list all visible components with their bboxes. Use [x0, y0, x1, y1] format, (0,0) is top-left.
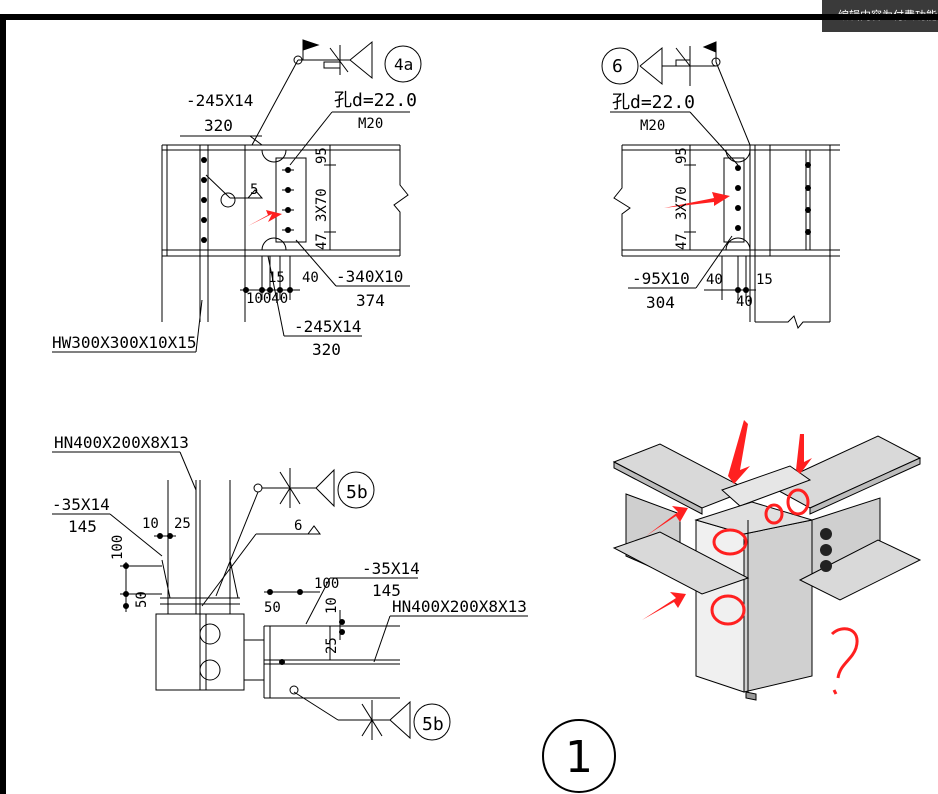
- weld-size: 6: [294, 518, 302, 534]
- dim-95: 95: [314, 147, 330, 164]
- dim-50-horizontal: 50: [264, 600, 281, 616]
- dim-25: 25: [174, 516, 191, 532]
- top-right-labels: 6 孔d=22.0 M20 95 3X70 47 -95X10 304 40 4…: [612, 56, 773, 312]
- plate-spec: -340X10: [336, 267, 403, 286]
- dim-3x70: 3X70: [314, 188, 330, 222]
- isometric-view: [612, 435, 922, 701]
- hole-spec: 孔d=22.0: [334, 90, 417, 111]
- column-spec: HW300X300X10X15: [52, 333, 197, 352]
- dim-100-vertical: 100: [110, 535, 126, 560]
- dim-100-horizontal: 100: [314, 576, 339, 592]
- dim-50-vertical: 50: [134, 591, 150, 608]
- flange-bot-spec: -245X14: [294, 317, 361, 336]
- flange-top-spec: -245X14: [186, 91, 253, 110]
- beam-top-spec: HN400X200X8X13: [54, 433, 189, 452]
- dim-15: 15: [268, 270, 285, 286]
- dim-40b: 40: [736, 294, 753, 310]
- plate-spec: -95X10: [632, 269, 690, 288]
- flange-top-length: 320: [204, 116, 233, 135]
- plate-length: 374: [356, 291, 385, 310]
- dim-40: 40: [302, 270, 319, 286]
- dim-3x70: 3X70: [674, 186, 690, 220]
- dim-25-vertical: 25: [324, 637, 340, 654]
- flange-bot-length: 320: [312, 340, 341, 359]
- dim-47: 47: [674, 233, 690, 250]
- annotation-arrow: [248, 210, 282, 226]
- bolt-spec: M20: [640, 118, 665, 134]
- stiffener-length: 145: [68, 517, 97, 536]
- hole-spec: 孔d=22.0: [612, 92, 695, 113]
- detail-number-circle: [542, 719, 616, 793]
- stiffener-spec: -35X14: [52, 495, 110, 514]
- weld-ref-5b-bottom: 5b: [422, 714, 444, 735]
- top-right-detail: [601, 41, 840, 330]
- dim-10-vertical: 10: [324, 597, 340, 614]
- bottom-left-labels: HN400X200X8X13 -35X14 145 10 25 100 50 5…: [52, 433, 527, 735]
- weld-size: 5: [250, 182, 258, 198]
- bottom-left-detail: [52, 451, 528, 741]
- dim-95: 95: [674, 147, 690, 164]
- dim-15: 15: [756, 272, 773, 288]
- beam-right-spec: HN400X200X8X13: [392, 597, 527, 616]
- stiffener2-length: 145: [372, 581, 401, 600]
- dim-47: 47: [314, 233, 330, 250]
- annotation-arrow: [664, 192, 730, 208]
- frame-left-border: [0, 14, 6, 794]
- dim-10: 10: [142, 516, 159, 532]
- plate-length: 304: [646, 293, 675, 312]
- top-left-labels: -245X14 320 孔d=22.0 M20 4a 5 95 3X70 47 …: [52, 55, 417, 359]
- dim-100: 10040: [246, 291, 288, 307]
- red-annotations: [642, 420, 859, 695]
- stiffener2-spec: -35X14: [362, 559, 420, 578]
- weld-ref-4a: 4a: [394, 55, 413, 74]
- weld-ref-6: 6: [612, 56, 623, 77]
- detail-number: 1: [565, 732, 593, 783]
- top-left-detail: [52, 39, 422, 353]
- frame-top-border: [0, 14, 938, 20]
- dim-40a: 40: [706, 272, 723, 288]
- weld-ref-5b-top: 5b: [346, 482, 368, 503]
- bolt-spec: M20: [358, 116, 383, 132]
